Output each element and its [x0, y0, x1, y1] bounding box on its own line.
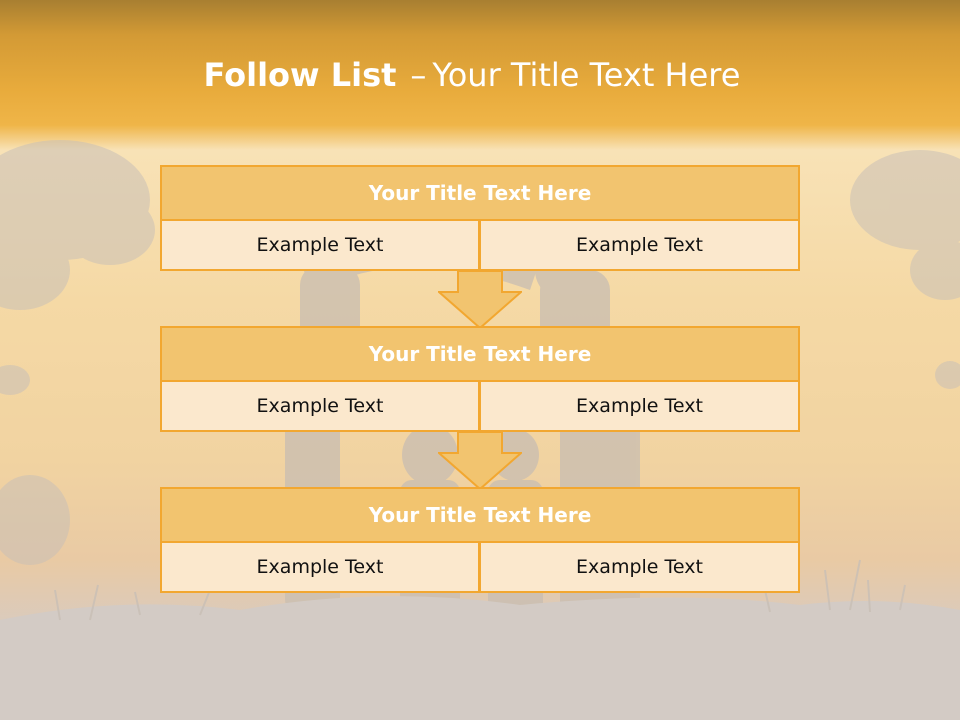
- header-band: [0, 0, 960, 150]
- block-header: Your Title Text Here: [160, 326, 800, 382]
- title-dash: –: [410, 56, 427, 94]
- title-bold-part: Follow List: [203, 56, 397, 94]
- block-header: Your Title Text Here: [160, 165, 800, 221]
- block-cell-left: Example Text: [160, 543, 480, 593]
- block-cell-left: Example Text: [160, 382, 480, 432]
- block-cell-left: Example Text: [160, 221, 480, 271]
- block-cell-right: Example Text: [480, 221, 800, 271]
- block-cell-right: Example Text: [480, 382, 800, 432]
- down-arrow-icon: [438, 270, 522, 330]
- block-cell-right: Example Text: [480, 543, 800, 593]
- title-rest: Your Title Text Here: [432, 56, 741, 94]
- block-header: Your Title Text Here: [160, 487, 800, 543]
- page-title: Follow List–Your Title Text Here: [0, 56, 944, 94]
- down-arrow-icon: [438, 431, 522, 491]
